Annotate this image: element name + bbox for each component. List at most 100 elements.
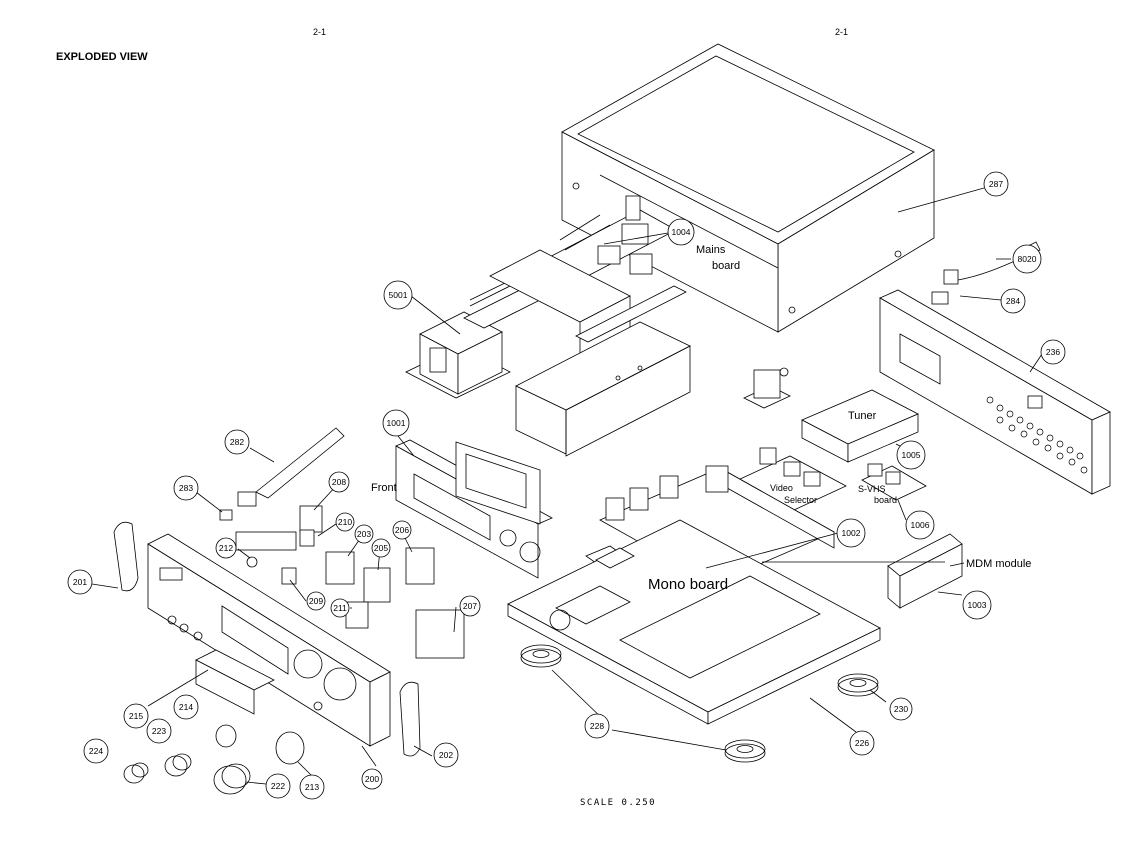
foot-front-right: [724, 739, 766, 763]
callout-1001-text: 1001: [387, 418, 406, 428]
page-number-left: 2-1: [313, 27, 327, 37]
front-panel: [147, 533, 391, 747]
callout-209-text: 209: [309, 596, 323, 606]
callout-1002: 1002: [836, 518, 866, 548]
callout-210-text: 210: [338, 517, 352, 527]
callout-224-text: 224: [89, 746, 103, 756]
callout-213: 213: [299, 774, 325, 800]
side-trim-left: [113, 521, 139, 592]
mdm-module: [887, 533, 963, 609]
callout-212-text: 212: [219, 543, 233, 553]
callout-201-text: 201: [73, 577, 87, 587]
svhs-board: [861, 463, 927, 501]
callout-206-text: 206: [395, 525, 409, 535]
page-title: EXPLODED VIEW: [56, 51, 148, 63]
callout-210: 210: [335, 512, 355, 532]
scale-note: SCALE 0.250: [580, 798, 657, 808]
callout-213-text: 213: [305, 782, 319, 792]
callout-222-text: 222: [271, 781, 285, 791]
callout-208: 208: [328, 471, 350, 493]
knob-222: [213, 763, 251, 795]
callout-1004: 1004: [667, 218, 695, 246]
callout-8020-text: 8020: [1018, 254, 1037, 264]
callout-230-text: 230: [894, 704, 908, 714]
callout-228-text: 228: [590, 721, 604, 731]
callout-1006: 1006: [905, 510, 935, 540]
foot-rear: [837, 673, 879, 697]
callout-287: 287: [983, 171, 1009, 197]
callout-223-text: 223: [152, 726, 166, 736]
callout-211-text: 211: [333, 603, 347, 613]
callout-1003: 1003: [962, 590, 992, 620]
label-svhs-line1: S-VHS: [858, 484, 886, 494]
callout-1004-text: 1004: [672, 227, 691, 237]
knob-224: [123, 762, 149, 784]
callout-236-text: 236: [1046, 347, 1060, 357]
label-mono-board: Mono board: [648, 576, 728, 593]
callout-222: 222: [265, 773, 291, 799]
rear-panel: [879, 289, 1111, 495]
front-board: [395, 439, 553, 579]
side-trim-right: [399, 681, 421, 757]
label-mains-board-line2: board: [712, 260, 740, 272]
callout-200: 200: [361, 768, 383, 790]
knob-ring-213: [275, 731, 305, 765]
callout-5001-text: 5001: [389, 290, 408, 300]
knob-223: [164, 753, 192, 777]
callout-203-text: 203: [357, 529, 371, 539]
callout-287-text: 287: [989, 179, 1003, 189]
callout-5001: 5001: [383, 280, 413, 310]
callout-284: 284: [1000, 288, 1026, 314]
callout-282-text: 282: [230, 437, 244, 447]
callout-228: 228: [584, 713, 610, 739]
display-window: [195, 649, 275, 715]
callout-8020: 8020: [1012, 244, 1042, 274]
callout-211: 211: [330, 598, 350, 618]
label-svhs-line2: board: [874, 495, 897, 505]
callout-226-text: 226: [855, 738, 869, 748]
callout-1006-text: 1006: [911, 520, 930, 530]
callout-1003-text: 1003: [968, 600, 987, 610]
callout-214-text: 214: [179, 702, 193, 712]
transformer: [405, 282, 541, 399]
top-cover: [561, 43, 935, 333]
callout-200-text: 200: [365, 774, 379, 784]
callout-283-text: 283: [179, 483, 193, 493]
label-mains-board-line1: Mains: [696, 244, 726, 256]
callout-212: 212: [215, 537, 237, 559]
callout-284-text: 284: [1006, 296, 1020, 306]
callout-207: 207: [459, 595, 481, 617]
label-front: Front: [371, 482, 397, 494]
callout-1001: 1001: [382, 409, 410, 437]
label-mdm-module: MDM module: [966, 558, 1031, 570]
front-switches: [235, 505, 465, 659]
callout-201: 201: [67, 569, 93, 595]
callout-206: 206: [392, 520, 412, 540]
callout-224: 224: [83, 738, 109, 764]
callout-283: 283: [173, 475, 199, 501]
antenna: [219, 427, 345, 521]
callout-203: 203: [354, 524, 374, 544]
callout-215-text: 215: [129, 711, 143, 721]
callout-205-text: 205: [374, 543, 388, 553]
tuner: [743, 367, 919, 463]
label-video-selector-line2: Selector: [784, 495, 817, 505]
callout-226: 226: [849, 730, 875, 756]
callout-215: 215: [123, 703, 149, 729]
heatsink-assembly: [489, 249, 691, 457]
callout-207-text: 207: [463, 601, 477, 611]
callout-209: 209: [306, 591, 326, 611]
callout-208-text: 208: [332, 477, 346, 487]
label-tuner: Tuner: [848, 410, 877, 422]
callout-282: 282: [224, 429, 250, 455]
callout-214: 214: [173, 694, 199, 720]
label-video-selector-line1: Video: [770, 483, 793, 493]
callout-1005-text: 1005: [902, 450, 921, 460]
callout-1005: 1005: [896, 440, 926, 470]
page-number-right: 2-1: [835, 27, 849, 37]
callout-202-text: 202: [439, 750, 453, 760]
callout-230: 230: [889, 697, 913, 721]
callout-202: 202: [433, 742, 459, 768]
callout-205: 205: [371, 538, 391, 558]
